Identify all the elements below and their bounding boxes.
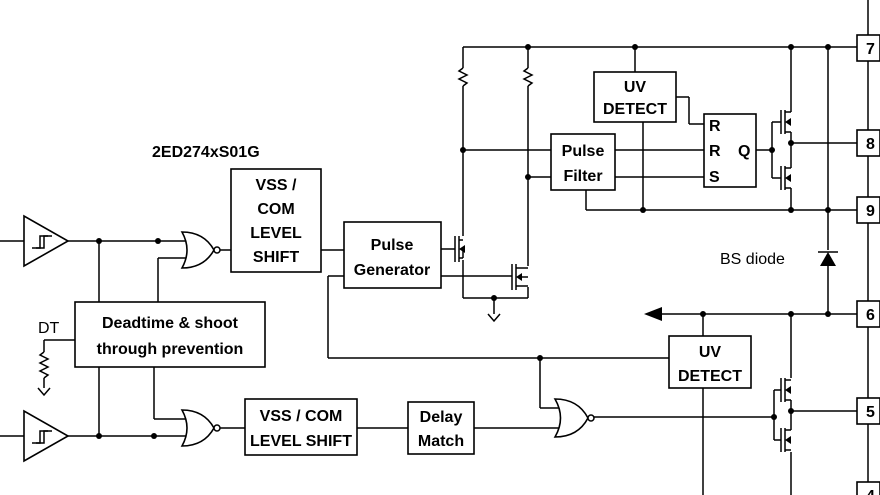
dt-label: DT: [38, 320, 60, 337]
block-line: SHIFT: [253, 249, 299, 266]
transistor-low-side-bottom-icon: [780, 428, 791, 452]
uv-detect-low-block: UV DETECT: [668, 335, 752, 389]
schmitt-buffer-upper-icon: [23, 214, 70, 268]
pin-8: 8: [856, 129, 880, 157]
uv-detect-high-block: UV DETECT: [593, 71, 677, 123]
block-line: VSS / COM: [260, 408, 343, 425]
block-line: through prevention: [97, 341, 244, 358]
pin-6: 6: [856, 300, 880, 328]
pin-7: 7: [856, 34, 880, 62]
block-line: LEVEL: [250, 225, 302, 242]
block-line: Filter: [563, 168, 602, 185]
block-line: Pulse: [562, 143, 605, 160]
pin-9: 9: [856, 196, 880, 224]
pin-4: 4: [856, 481, 880, 495]
latch-r2-label: R: [709, 143, 721, 160]
pin-number: 7: [866, 41, 875, 58]
vss-com-level-shift-lower-block: VSS / COM LEVEL SHIFT: [244, 398, 358, 456]
block-line: Generator: [354, 262, 430, 279]
block-line: VSS /: [256, 177, 297, 194]
rail-arrow-icon: [644, 307, 662, 321]
block-line: DETECT: [603, 101, 667, 118]
transistor-upper-left-icon: [454, 236, 465, 262]
pin-number: 8: [866, 136, 875, 153]
pin-number: 9: [866, 203, 875, 220]
latch-q-label: Q: [738, 143, 750, 160]
deadtime-block: Deadtime & shoot through prevention: [74, 301, 266, 368]
latch-s-label: S: [709, 169, 720, 186]
bs-diode-label: BS diode: [720, 251, 785, 268]
pin-5: 5: [856, 397, 880, 425]
transistor-high-side-bottom-icon: [780, 166, 791, 190]
block-line: COM: [257, 201, 294, 218]
block-line: UV: [624, 79, 647, 96]
nor-gate-upper-icon: [180, 231, 221, 269]
part-number-label: 2ED274xS01G: [152, 144, 260, 161]
pin-number: 6: [866, 307, 875, 324]
block-line: Pulse: [371, 237, 414, 254]
nor-gate-right-icon: [553, 398, 595, 438]
block-line: Delay: [420, 409, 463, 426]
pulse-filter-block: Pulse Filter: [550, 133, 616, 191]
rs-latch-block: R R S Q: [703, 113, 757, 188]
block-line: Deadtime & shoot: [102, 315, 239, 332]
pulse-generator-block: Pulse Generator: [343, 221, 442, 289]
nor-gate-lower-icon: [180, 409, 221, 447]
delay-match-block: Delay Match: [407, 401, 475, 455]
block-line: LEVEL SHIFT: [250, 433, 352, 450]
transistor-low-side-top-icon: [780, 378, 791, 402]
latch-r1-label: R: [709, 118, 721, 135]
block-line: Match: [418, 433, 464, 450]
block-line: DETECT: [678, 368, 742, 385]
schmitt-buffer-lower-icon: [23, 409, 70, 463]
transistor-upper-right-icon: [511, 264, 528, 290]
junction-dots: [96, 44, 831, 439]
bs-diode-icon: [818, 251, 838, 266]
vss-com-level-shift-upper-block: VSS / COM LEVEL SHIFT: [230, 168, 322, 273]
block-line: UV: [699, 344, 722, 361]
pin-number: 4: [866, 488, 875, 495]
pin-number: 5: [866, 404, 875, 421]
transistor-high-side-top-icon: [780, 110, 791, 134]
